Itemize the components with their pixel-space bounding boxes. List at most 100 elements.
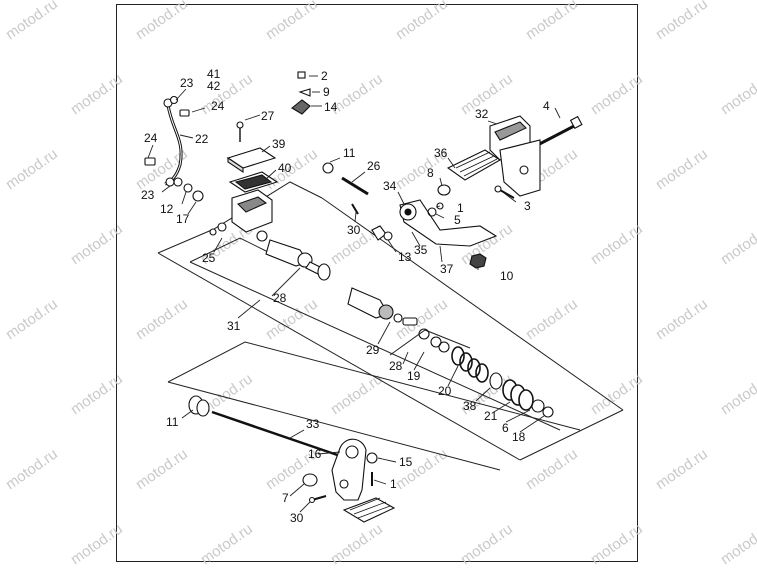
callout-40: 40 [278, 161, 292, 175]
seal-19a [418, 328, 430, 340]
watermark-text: motod.ru [3, 0, 61, 43]
clip-17 [192, 190, 204, 202]
bolt-24-top [179, 109, 190, 117]
watermark-text: motod.ru [523, 0, 581, 43]
callout-16: 16 [308, 447, 322, 461]
bushing-9 [298, 88, 311, 97]
callout-30: 30 [290, 511, 304, 525]
watermark-text: motod.ru [68, 70, 126, 118]
rod-26 [341, 176, 369, 196]
bracket-28-bottom [189, 261, 561, 431]
watermark-text: motod.ru [718, 520, 757, 568]
callout-32: 32 [475, 107, 489, 121]
bracket-33 [167, 341, 581, 431]
watermark-text: motod.ru [588, 70, 646, 118]
watermark-text: motod.ru [588, 520, 646, 568]
callout-19: 19 [407, 369, 421, 383]
watermark-text: motod.ru [653, 145, 711, 193]
watermark-text: motod.ru [68, 520, 126, 568]
diagram-frame [116, 4, 638, 562]
watermark-text: motod.ru [653, 445, 711, 493]
watermark-text: motod.ru [263, 145, 321, 193]
watermark-text: motod.ru [133, 445, 191, 493]
part-25a [209, 228, 217, 236]
callout-15: 15 [399, 455, 413, 469]
callout-29: 29 [366, 343, 380, 357]
callout-17: 17 [176, 212, 190, 226]
master-cylinder-body [231, 189, 273, 233]
callout-25: 25 [202, 251, 216, 265]
bolt-3 [494, 185, 502, 193]
clip-18 [542, 406, 554, 418]
watermark-text: motod.ru [653, 0, 711, 43]
cap-14 [291, 99, 311, 115]
callout-2: 2 [321, 69, 328, 83]
callout-31: 31 [227, 319, 241, 333]
callout-36: 36 [434, 146, 448, 160]
seal-19b [430, 336, 442, 348]
callout-21: 21 [484, 409, 498, 423]
bracket-28b [389, 329, 471, 356]
callout-12: 12 [160, 202, 174, 216]
washer-23-top [169, 95, 179, 105]
callout-42: 42 [207, 79, 221, 93]
callout-4: 4 [543, 99, 550, 113]
callout-18: 18 [512, 430, 526, 444]
watermark-text: motod.ru [718, 220, 757, 268]
watermark-text: motod.ru [588, 370, 646, 418]
spring-5 [427, 207, 437, 217]
watermark-text: motod.ru [68, 370, 126, 418]
callout-14: 14 [324, 100, 338, 114]
lever-35 [399, 199, 498, 247]
watermark-text: motod.ru [588, 220, 646, 268]
callout-3: 3 [524, 199, 531, 213]
part-25b [217, 222, 227, 232]
bolt-24-left [144, 157, 156, 166]
callout-11: 11 [166, 415, 179, 429]
screw-27 [236, 121, 244, 129]
push-rod-33 [211, 410, 353, 462]
callout-7: 7 [282, 491, 289, 505]
bracket-33-bottom [167, 381, 501, 471]
bracket-28 [189, 237, 269, 263]
callout-33: 33 [306, 417, 320, 431]
washer-29 [393, 313, 403, 323]
watermark-text: motod.ru [718, 70, 757, 118]
callout-34: 34 [383, 179, 397, 193]
callout-1: 1 [457, 201, 464, 215]
spring-20 [451, 346, 489, 383]
callout-1: 1 [390, 477, 397, 491]
watermark-text: motod.ru [393, 445, 451, 493]
callout-20: 20 [438, 384, 452, 398]
callout-22: 22 [195, 132, 209, 146]
callout-35: 35 [414, 243, 428, 257]
watermark-text: motod.ru [653, 295, 711, 343]
callout-26: 26 [367, 159, 381, 173]
callout-23: 23 [141, 188, 155, 202]
washer-8 [437, 184, 451, 196]
callout-labels: 41 42 23 24 22 24 23 12 17 2 9 14 27 39 … [141, 67, 550, 525]
callout-27: 27 [261, 109, 275, 123]
callout-10: 10 [500, 269, 514, 283]
callout-39: 39 [272, 137, 286, 151]
washer-7 [302, 473, 318, 487]
callout-28: 28 [273, 291, 287, 305]
pedal-pad [342, 497, 396, 523]
callout-8: 8 [427, 166, 434, 180]
watermark-text: motod.ru [458, 520, 516, 568]
pin-30-top [351, 203, 359, 215]
callout-9: 9 [323, 85, 330, 99]
watermark-text: motod.ru [3, 145, 61, 193]
bracket-31-right [519, 409, 624, 461]
callout-11: 11 [343, 146, 356, 160]
washer-13 [383, 231, 393, 241]
o-ring [256, 230, 268, 242]
watermark-text: motod.ru [328, 370, 386, 418]
callout-5: 5 [454, 213, 461, 227]
seal-19c [438, 341, 450, 353]
nut-11-top [322, 162, 334, 174]
watermark-text: motod.ru [198, 520, 256, 568]
watermark-text: motod.ru [133, 295, 191, 343]
callout-30: 30 [347, 223, 361, 237]
